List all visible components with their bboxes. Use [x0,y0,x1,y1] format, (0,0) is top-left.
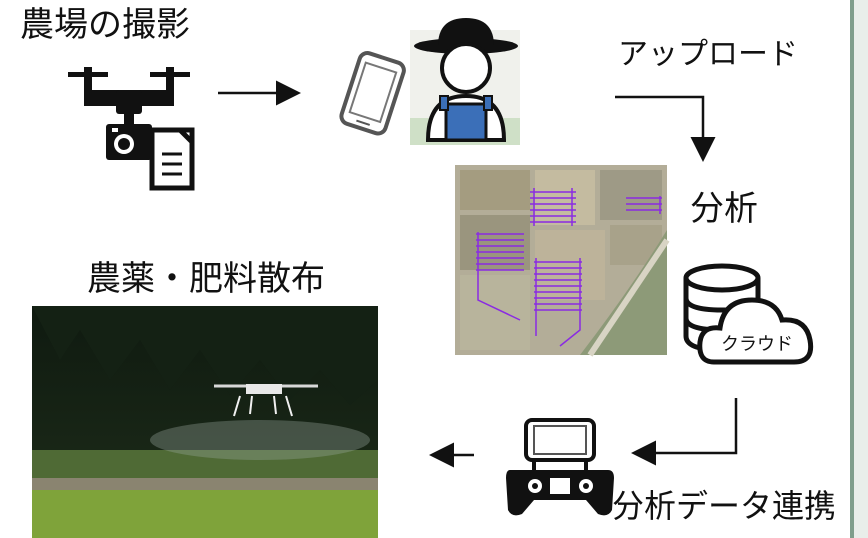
label-spraying: 農薬・肥料散布 [87,259,325,299]
spraying-drone-photo [32,306,378,538]
farmer-icon [410,18,520,145]
document-icon [149,127,195,191]
label-data-link: 分析データ連携 [612,487,837,525]
right-edge-bar [850,0,868,538]
smartphone-icon [339,51,406,136]
cloud-icon [697,297,814,365]
remote-controller-icon [506,418,614,516]
label-analysis: 分析 [690,189,758,229]
label-field-shooting: 農場の撮影 [20,5,190,45]
label-cloud: クラウド [721,334,793,354]
label-upload: アップロード [618,37,798,72]
drone-camera-icon [68,67,190,160]
aerial-field-map [455,165,670,357]
